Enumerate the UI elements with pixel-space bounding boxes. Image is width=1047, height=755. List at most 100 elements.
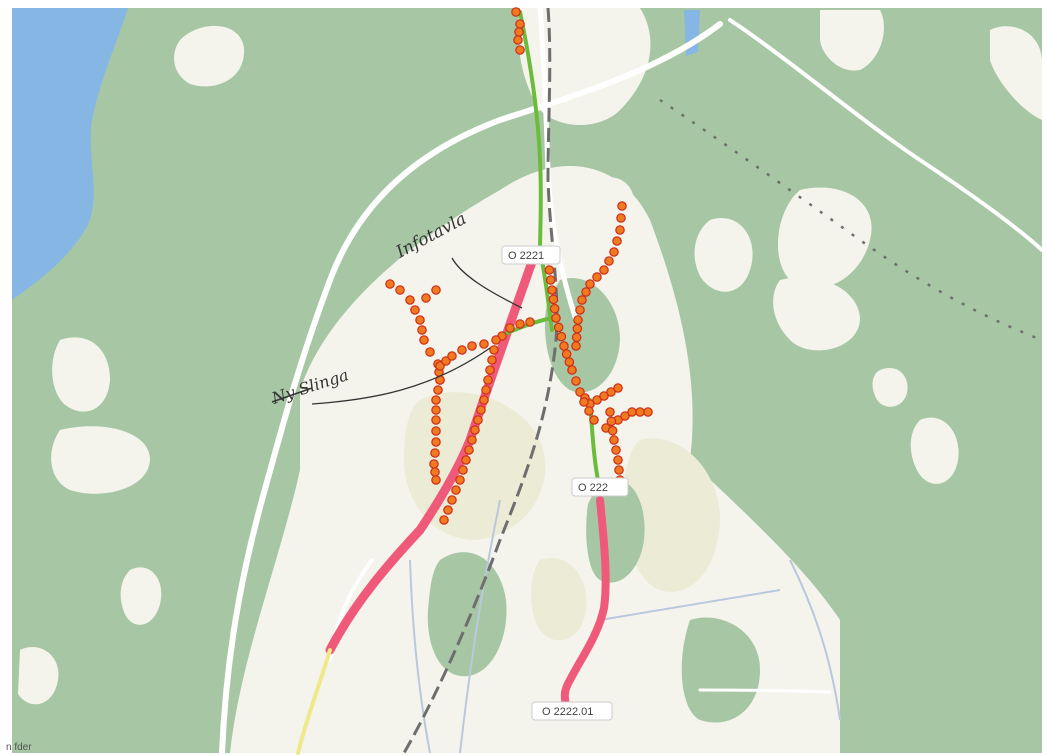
survey-point-icon <box>571 376 581 386</box>
survey-point-icon <box>592 395 602 405</box>
survey-point-icon <box>584 406 594 416</box>
survey-point-icon <box>515 45 525 55</box>
survey-point-icon <box>556 331 567 342</box>
survey-point-icon <box>577 295 587 305</box>
road-label-south-box <box>531 701 613 721</box>
survey-point-icon <box>515 319 525 329</box>
survey-point-icon <box>609 435 619 445</box>
survey-point-icon <box>620 411 630 421</box>
survey-point-icon <box>458 465 468 475</box>
survey-point-icon <box>573 315 583 325</box>
survey-point-icon <box>545 275 556 285</box>
survey-point-icon <box>443 505 453 515</box>
survey-point-icon <box>455 475 465 485</box>
survey-point-icon <box>410 305 420 315</box>
survey-point-icon <box>515 19 525 29</box>
survey-point-icon <box>431 395 441 405</box>
survey-point-icon <box>616 213 626 223</box>
survey-point-icon <box>579 397 589 407</box>
survey-point-icon <box>431 285 441 295</box>
survey-point-icon <box>419 335 429 345</box>
survey-point-icon <box>592 272 602 282</box>
road-label-middle[interactable]: O 222 <box>571 477 629 497</box>
annotation-lower-strike <box>271 387 313 403</box>
survey-point-icon <box>483 375 493 385</box>
survey-point-icon <box>451 485 461 495</box>
railway-main <box>402 7 559 754</box>
survey-point-icon <box>614 465 624 475</box>
survey-point-icon <box>514 27 524 37</box>
survey-point-icon <box>491 335 501 345</box>
survey-point-icon <box>613 383 623 393</box>
survey-point-icon <box>547 285 557 295</box>
corner-text: n fder <box>6 742 32 753</box>
survey-point-icon <box>431 426 441 436</box>
survey-point-icon <box>431 437 441 447</box>
survey-point-icon <box>467 435 477 445</box>
survey-point-icon <box>473 415 483 425</box>
survey-point-icon <box>481 385 491 395</box>
survey-point-icon <box>627 407 637 417</box>
survey-point-icon <box>385 279 395 289</box>
survey-point-icon <box>430 448 440 458</box>
red-track-main <box>325 245 541 655</box>
survey-point-icon <box>553 322 564 333</box>
survey-point-icon <box>425 347 435 357</box>
survey-point-icon <box>609 247 619 257</box>
road-label-south[interactable]: O 2222.01 <box>531 701 613 721</box>
road-label-middle-box <box>571 477 629 497</box>
survey-point-icon <box>613 455 623 465</box>
minor-roads <box>409 499 841 754</box>
survey-point-icon <box>551 313 561 323</box>
survey-point-icon <box>544 265 555 275</box>
survey-point-icon <box>549 303 560 314</box>
survey-point-icon <box>571 341 581 351</box>
survey-point-icon <box>589 415 599 425</box>
survey-point-icon <box>461 455 471 465</box>
survey-point-icon <box>525 317 535 327</box>
survey-point-icon <box>513 35 523 45</box>
road-label-north-box <box>501 245 561 265</box>
survey-point-icon <box>605 407 615 417</box>
survey-point-icon <box>467 341 477 351</box>
survey-point-icon <box>581 287 591 297</box>
survey-point-icon <box>599 265 609 275</box>
survey-point-icon <box>612 236 622 246</box>
survey-point-icon <box>643 407 653 417</box>
survey-points <box>385 7 653 525</box>
survey-point-icon <box>464 445 474 455</box>
survey-point-icon <box>485 365 495 375</box>
road-label-south-text: O 2222.01 <box>542 706 593 718</box>
road-label-north-text: O 2221 <box>508 250 544 262</box>
survey-point-icon <box>429 459 439 469</box>
survey-point-icon <box>607 425 618 436</box>
survey-point-icon <box>606 387 616 397</box>
road-label-middle-text: O 222 <box>578 482 608 494</box>
survey-point-icon <box>470 425 480 435</box>
survey-point-icon <box>431 405 441 415</box>
survey-point-icon <box>476 405 486 415</box>
survey-point-icon <box>417 325 427 335</box>
survey-point-icon <box>435 361 445 371</box>
survey-point-icon <box>585 279 595 289</box>
survey-point-icon <box>431 415 441 425</box>
survey-point-icon <box>572 323 583 334</box>
annotation-lower-pointer <box>311 347 491 405</box>
survey-point-icon <box>559 341 569 351</box>
survey-point-icon <box>479 395 489 405</box>
road-label-north[interactable]: O 2221 <box>501 245 561 265</box>
survey-point-icon <box>611 445 621 455</box>
survey-point-icon <box>604 256 614 266</box>
survey-point-icon <box>561 349 572 359</box>
red-track-south <box>560 496 610 709</box>
survey-point-icon <box>430 467 440 477</box>
survey-point-icon <box>421 293 431 303</box>
survey-point-icon <box>487 355 497 365</box>
survey-point-icon <box>489 345 499 355</box>
survey-point-icon <box>599 391 609 401</box>
survey-point-icon <box>635 407 645 417</box>
survey-point-icon <box>606 416 617 427</box>
survey-point-icon <box>505 323 515 333</box>
survey-point-icon <box>548 294 559 305</box>
